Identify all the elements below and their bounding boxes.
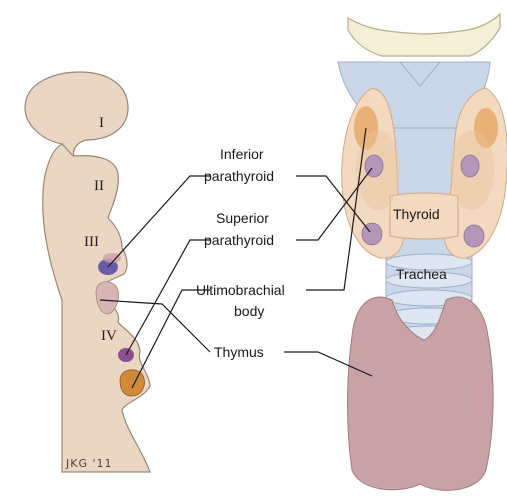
hyoid-bone xyxy=(348,14,500,56)
label-ultimobranchial-line1: Ultimobrachial xyxy=(196,282,285,298)
pouch-label-III: III xyxy=(84,234,99,250)
pouch-III-lining xyxy=(103,253,121,263)
ultimobranchial-body-embryo xyxy=(120,370,144,396)
label-thymus: Thymus xyxy=(214,344,264,360)
label-trachea: Trachea xyxy=(396,266,447,282)
inferior-parathyroid-right xyxy=(464,225,484,247)
label-superior-line2: parathyroid xyxy=(204,232,274,248)
embryo-pharynx: I II III IV JKG '11 xyxy=(25,72,150,472)
label-superior-line1: Superior xyxy=(216,210,269,226)
embryo-outline xyxy=(25,72,150,472)
label-inferior-line2: parathyroid xyxy=(204,168,274,184)
label-thyroid: Thyroid xyxy=(393,206,440,222)
pouch-label-II: II xyxy=(94,178,104,194)
pouch-label-I: I xyxy=(99,115,104,131)
artist-signature: JKG '11 xyxy=(65,457,113,470)
pouch-label-IV: IV xyxy=(101,328,117,344)
label-ultimobranchial-line2: body xyxy=(234,303,264,319)
adult-anatomy xyxy=(338,14,507,490)
label-inferior-line1: Inferior xyxy=(220,146,264,162)
superior-parathyroid-right xyxy=(461,155,479,177)
